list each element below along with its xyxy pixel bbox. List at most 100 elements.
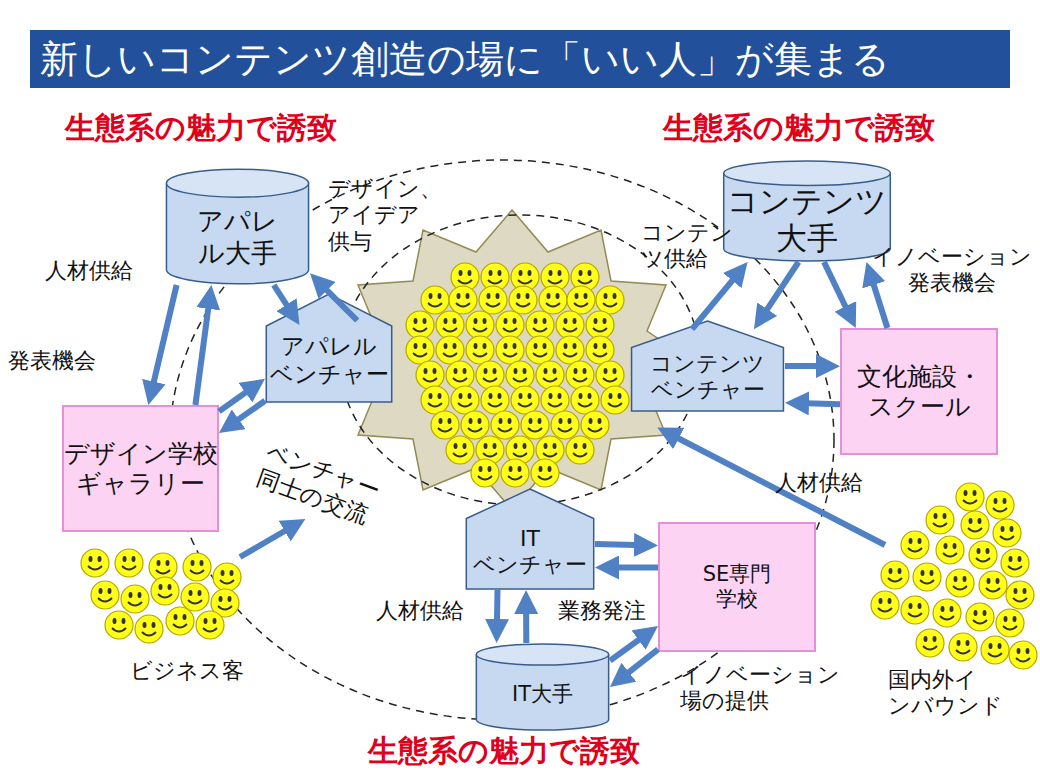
smiley [551, 411, 579, 439]
edge-label-box: 人材供給 [376, 598, 464, 624]
smiley [135, 615, 163, 643]
red-slogan: 生態系の魅力で誘致 [65, 110, 337, 146]
smiley [981, 636, 1009, 664]
node-text: アパレル ベンチャー [270, 333, 389, 388]
flow-arrow [274, 285, 293, 315]
smiley [969, 541, 997, 569]
smiley [446, 361, 474, 389]
smiley [586, 336, 614, 364]
smiley [183, 553, 211, 581]
pink-box: デザイン学校 ギャラリー [62, 405, 219, 532]
flow-arrow [824, 262, 851, 317]
red-slogan-box: 生態系の魅力で誘致 [65, 110, 337, 146]
smiley [196, 611, 224, 639]
crowd-label: ビジネス客 [130, 658, 244, 684]
smiley [916, 629, 944, 657]
crowd-label-box: 国内外イ ンバウンド [888, 667, 1003, 720]
cylinder-body [724, 173, 891, 261]
smiley [496, 336, 524, 364]
edge-label: イノベーション 発表機会 [872, 244, 1032, 297]
edge-label: 人材供給 [376, 598, 464, 624]
smiley [913, 563, 941, 591]
cylinder-node: コンテンツ 大手 [722, 160, 892, 262]
edge-label-box: 業務発注 [558, 598, 646, 624]
flow-arrow [610, 633, 648, 661]
smiley [471, 459, 499, 487]
node-text: デザイン学校 ギャラリー [64, 439, 218, 499]
pink-box: 文化施設・ スクール [840, 328, 998, 455]
center-crowd [406, 263, 629, 487]
flow-arrow [523, 602, 529, 643]
smiley [416, 361, 444, 389]
business-crowd [81, 549, 241, 643]
smiley [596, 286, 624, 314]
node-text: コンテンツ 大手 [727, 183, 887, 257]
flow-arrow [494, 590, 501, 631]
edge-label-box: コンテン ツ供給 [641, 220, 733, 273]
flow-arrow [761, 262, 799, 319]
smiley [556, 336, 584, 364]
flow-arrow [619, 649, 658, 679]
cylinder-top [724, 161, 891, 185]
smiley [541, 386, 569, 414]
cylinder-body [166, 183, 308, 284]
smiley [466, 311, 494, 339]
edge-label: コンテン ツ供給 [641, 220, 733, 273]
smiley [933, 599, 961, 627]
smiley [436, 336, 464, 364]
smiley [406, 311, 434, 339]
smiley [521, 411, 549, 439]
red-slogan-box: 生態系の魅力で誘致 [663, 110, 935, 146]
smiley [115, 549, 143, 577]
smiley [506, 361, 534, 389]
flow-arrow [607, 565, 658, 571]
smiley [601, 386, 629, 414]
house-outline [466, 489, 593, 589]
edge-label: 発表機会 [8, 348, 96, 374]
business-arrow [240, 525, 295, 557]
smiley [1009, 641, 1037, 669]
smiley [901, 531, 929, 559]
flow-arrow [797, 403, 840, 404]
smiley [151, 577, 179, 605]
pink-box: SE専門 学校 [658, 522, 816, 652]
smiley [91, 581, 119, 609]
smiley [476, 361, 504, 389]
smiley [451, 386, 479, 414]
house-node: コンテンツ ベンチャー [630, 320, 785, 412]
node-text: アパレ ル大手 [197, 206, 278, 268]
smiley [536, 361, 564, 389]
smiley [479, 286, 507, 314]
edge-label: デザイン、 アイデア 供与 [328, 176, 442, 255]
cylinder-node: IT大手 [475, 643, 610, 731]
smiley [926, 506, 954, 534]
flow-label-box: 人材供給 [775, 470, 863, 496]
smiley [979, 571, 1007, 599]
cylinder-node: アパレ ル大手 [165, 168, 310, 285]
smiley [213, 563, 241, 591]
exchange-note-box: ベンチャー 同士の交流 [253, 438, 384, 531]
smiley [966, 603, 994, 631]
smiley [881, 561, 909, 589]
smiley [436, 311, 464, 339]
edge-label-box: デザイン、 アイデア 供与 [328, 176, 442, 255]
flow-arrow [229, 401, 265, 426]
smiley [996, 609, 1024, 637]
edge-label: 業務発注 [558, 598, 646, 624]
house-node: アパレル ベンチャー [265, 293, 393, 403]
smiley [526, 311, 554, 339]
smiley [556, 311, 584, 339]
smiley [501, 459, 529, 487]
smiley [511, 386, 539, 414]
crowd-label: 国内外イ ンバウンド [888, 667, 1003, 720]
smiley [1001, 549, 1029, 577]
smiley [936, 536, 964, 564]
flow-arrow [151, 285, 177, 393]
house-outline [632, 321, 784, 411]
title-text: 新しいコンテンツ創造の場に「いい人」が集まる [40, 37, 890, 81]
edge-label-box: 人材供給 [45, 258, 133, 284]
cylinder-body [476, 654, 608, 730]
smiley [496, 311, 524, 339]
edge-label-box: イノベーション 発表機会 [872, 244, 1032, 297]
smiley [509, 286, 537, 314]
